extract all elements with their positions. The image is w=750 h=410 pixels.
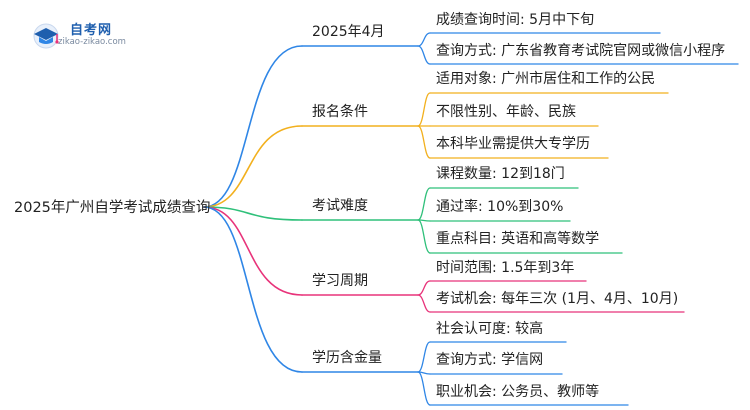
branch-leaf-connector (417, 32, 431, 47)
branch-leaf-connector (417, 294, 431, 313)
root-branch-connector (203, 206, 303, 373)
branch-label[interactable]: 2025年4月 (312, 24, 385, 40)
branch-leaf-connector (417, 92, 431, 127)
branch-label[interactable]: 报名条件 (312, 104, 368, 120)
root-branch-connector (203, 125, 303, 208)
branch-leaf-connector (417, 280, 431, 296)
branch-leaf-connector (417, 341, 431, 373)
branch-leaf-connector (417, 219, 431, 254)
leaf-label[interactable]: 通过率: 10%到30% (436, 199, 564, 215)
site-logo: 自考网 zikao-zikao.com (28, 16, 168, 56)
leaf-label[interactable]: 查询方式: 学信网 (436, 352, 544, 368)
graduation-cap-icon (33, 23, 59, 49)
branch-label[interactable]: 学习周期 (312, 273, 368, 289)
leaf-label[interactable]: 成绩查询时间: 5月中下旬 (436, 12, 595, 28)
logo-url: zikao-zikao.com (58, 37, 126, 47)
leaf-label[interactable]: 考试机会: 每年三次 (1月、4月、10月) (436, 291, 679, 307)
branch-leaf-connector (417, 45, 431, 65)
leaf-label[interactable]: 查询方式: 广东省教育考试院官网或微信小程序 (436, 43, 726, 59)
leaf-label[interactable]: 重点科目: 英语和高等数学 (436, 231, 600, 247)
branch-leaf-connector (417, 125, 431, 159)
leaf-label[interactable]: 适用对象: 广州市居住和工作的公民 (436, 71, 656, 87)
leaf-label[interactable]: 职业机会: 公务员、教师等 (436, 384, 600, 400)
leaf-label[interactable]: 本科毕业需提供大专学历 (436, 136, 590, 152)
root-branch-connector (203, 206, 303, 296)
branch-leaf-connector (417, 371, 431, 406)
branch-label[interactable]: 学历含金量 (312, 350, 382, 366)
leaf-label[interactable]: 课程数量: 12到18门 (436, 166, 565, 182)
leaf-label[interactable]: 不限性别、年龄、民族 (436, 104, 576, 120)
leaf-label[interactable]: 时间范围: 1.5年到3年 (436, 260, 575, 276)
root-node[interactable]: 2025年广州自学考试成绩查询 (14, 200, 211, 216)
logo-name: 自考网 (70, 23, 113, 38)
root-branch-connector (203, 45, 303, 208)
root-branch-connector (203, 206, 303, 221)
branch-label[interactable]: 考试难度 (312, 198, 368, 214)
leaf-label[interactable]: 社会认可度: 较高 (436, 321, 544, 337)
branch-leaf-connector (417, 187, 431, 221)
